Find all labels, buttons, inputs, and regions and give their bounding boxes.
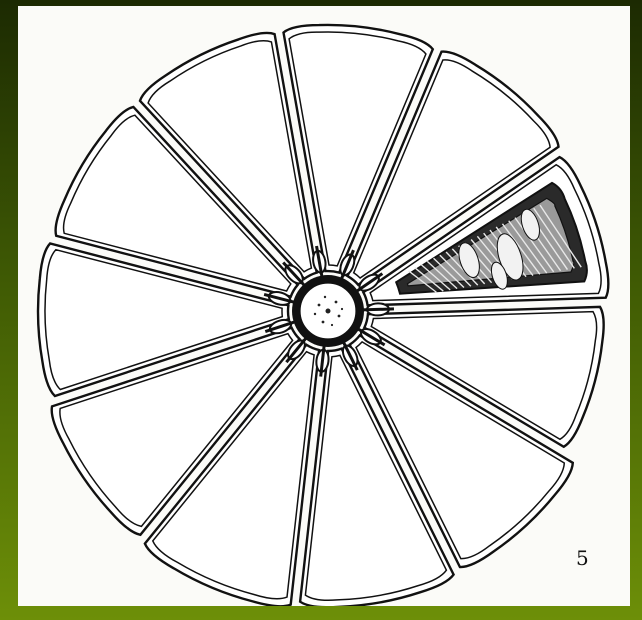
hub-spoke [362, 309, 394, 310]
core-speckle [331, 324, 333, 326]
core-speckle [335, 301, 338, 304]
figure-number-label: 5 [576, 546, 589, 570]
core-speckle [318, 304, 321, 307]
illustration-frame: 5 [18, 6, 630, 606]
core-speckle [322, 321, 325, 324]
core-speckle [324, 296, 326, 298]
core-speckle [338, 315, 341, 318]
radial-cell-drawing [18, 6, 630, 606]
core-speckle [314, 313, 316, 315]
core-speckle [341, 308, 343, 310]
core-speckle [326, 309, 331, 314]
